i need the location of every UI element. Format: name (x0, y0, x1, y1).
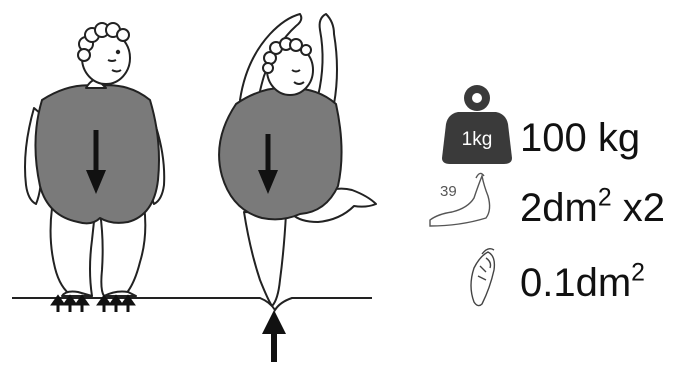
two-feet-area-label: 2dm2 x2 (520, 188, 665, 228)
weight-icon: 1kg (442, 85, 512, 164)
weight-icon-label: 1kg (462, 129, 493, 150)
tiptoe-area-value: 0.1dm (520, 261, 631, 305)
foot-icon: 39 (430, 173, 490, 226)
mass-label: 100 kg (520, 118, 640, 158)
ballerina-woman-figure (219, 14, 376, 306)
two-feet-area-exponent: 2 (598, 185, 612, 212)
pointe-shoe-icon (471, 249, 494, 306)
ground-reaction-arrows-left (53, 297, 133, 312)
tiptoe-area-label: 0.1dm2 (520, 263, 645, 303)
shoe-size-badge: 39 (440, 183, 457, 200)
two-feet-area-value: 2dm (520, 186, 598, 230)
ground-reaction-arrow-right (262, 310, 286, 362)
two-feet-multiplier: x2 (612, 186, 665, 230)
tiptoe-area-exponent: 2 (631, 260, 645, 287)
